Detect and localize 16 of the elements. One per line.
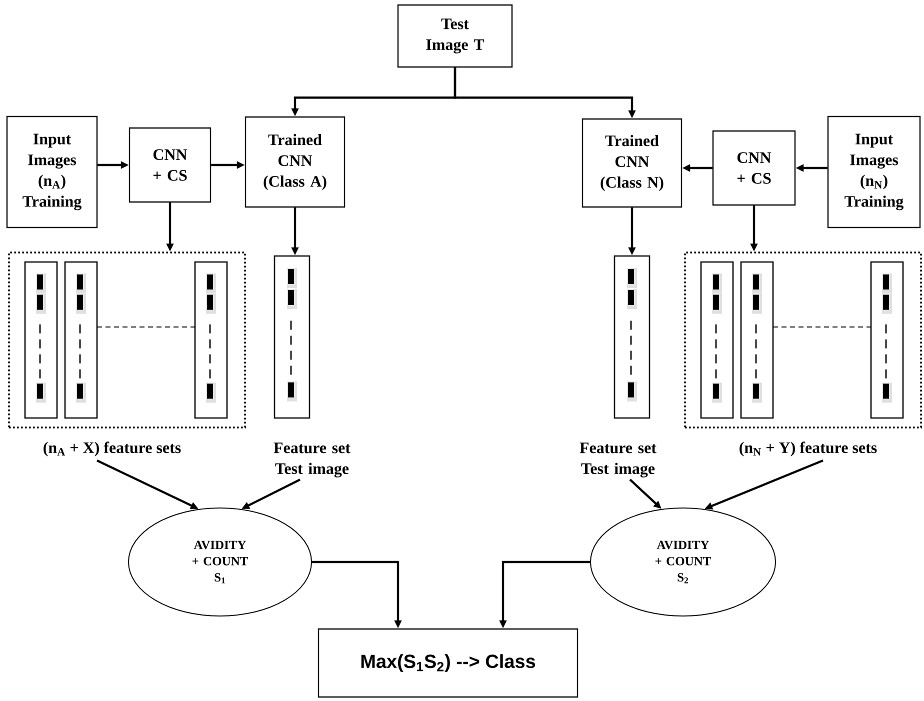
process-box: Trained CNN (Class N) (582, 118, 682, 208)
dotted-group-box (684, 252, 922, 428)
input-box: Input Images (n$_{A}$) Training (6, 116, 98, 228)
result-box: Max(S$_{1}$S$_{2}$) --> Class (318, 628, 578, 698)
input-box: Test Image T (397, 4, 513, 68)
feature-label: Feature set Test image (580, 442, 656, 478)
feature-label: Feature set Test image (274, 442, 350, 478)
feature-column (614, 255, 650, 419)
process-box: CNN + CS (712, 130, 796, 206)
feature-label: (n$_{N}$ + Y) feature sets (740, 442, 877, 456)
process-box: Trained CNN (Class A) (244, 116, 346, 208)
feature-column (274, 255, 310, 419)
process-box: CNN + CS (128, 127, 212, 203)
feature-label: (n$_{A}$ + X) feature sets (44, 442, 181, 456)
input-box: Input Images (n$_{N}$) Training (827, 116, 921, 228)
dotted-group-box (8, 252, 246, 428)
